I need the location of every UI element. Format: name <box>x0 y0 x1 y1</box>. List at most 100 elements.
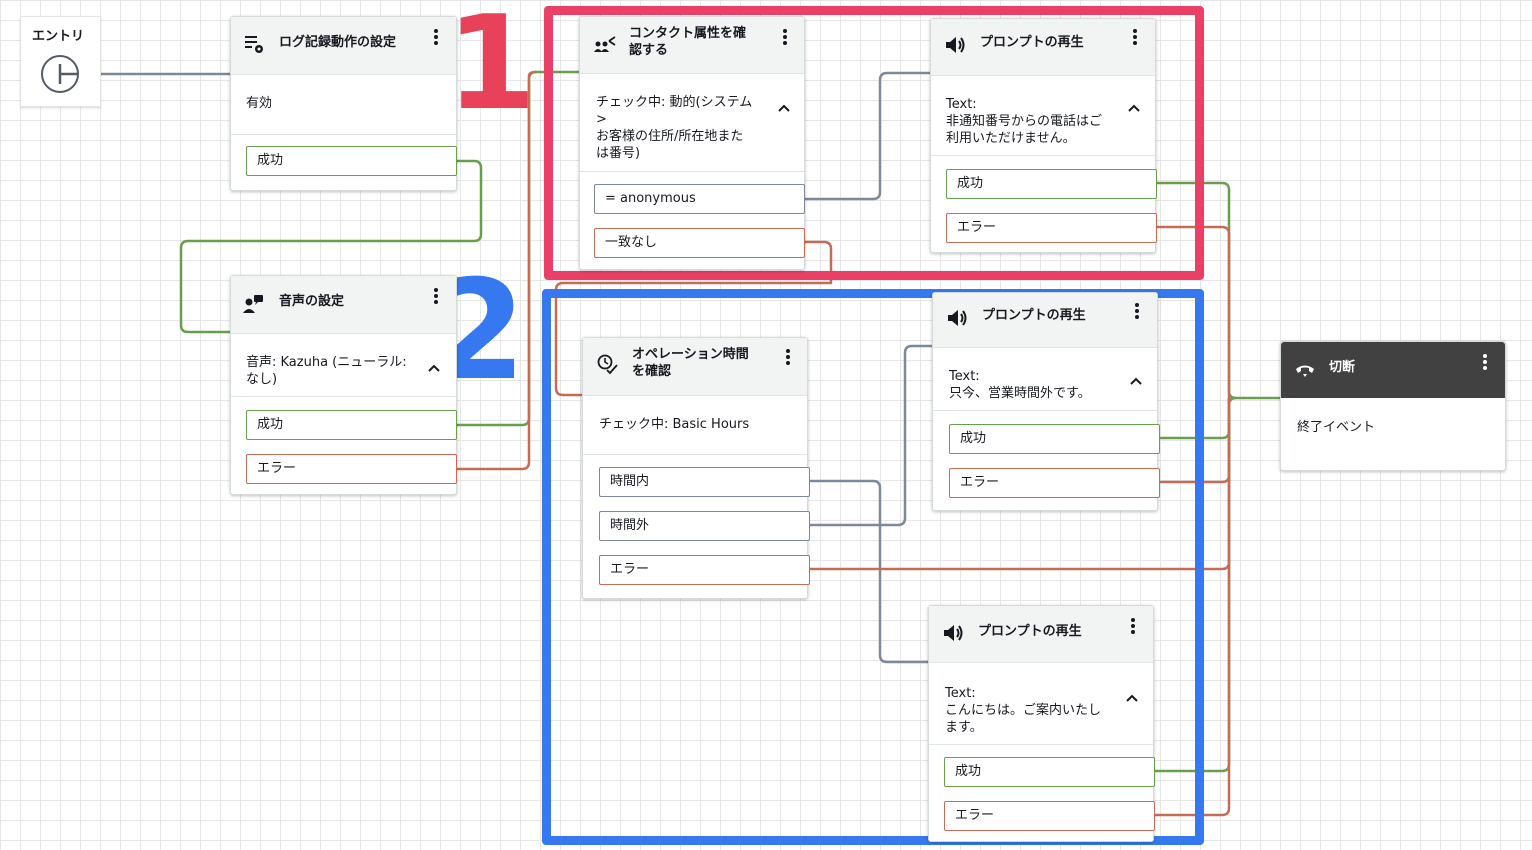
block-header: ログ記録動作の設定 <box>231 17 456 75</box>
connector-out-hours-to-closed <box>808 346 946 527</box>
branch-success[interactable]: 成功 <box>946 169 1157 199</box>
connector-prompt2-success-to-disconnect <box>1158 398 1231 440</box>
block-header: プロンプトの再生 <box>931 19 1155 76</box>
speaker-icon <box>942 622 964 644</box>
branch-error[interactable]: エラー <box>949 468 1160 498</box>
block-header: プロンプトの再生 <box>929 606 1153 663</box>
divider <box>231 134 456 135</box>
divider <box>933 410 1157 411</box>
body-line: こんにちは。ご案内いたし <box>945 703 1102 718</box>
block-header: 音声の設定 <box>231 276 456 334</box>
collapse-chevron-icon[interactable] <box>1125 688 1139 702</box>
collapse-chevron-icon[interactable] <box>1127 98 1141 112</box>
block-voice-settings[interactable]: 音声の設定 音声: Kazuha (ニューラル: なし) 成功 エラー <box>230 275 457 495</box>
more-options-icon[interactable] <box>430 286 442 308</box>
branch-success[interactable]: 成功 <box>246 410 457 440</box>
collapse-chevron-icon[interactable] <box>777 98 791 112</box>
block-play-prompt-anonymous[interactable]: プロンプトの再生 Text: 非通知番号からの電話はご 利用いただけません。 成… <box>930 18 1157 253</box>
branch-no-match[interactable]: 一致なし <box>594 228 805 258</box>
body-line: チェック中: 動的(システム <box>596 95 753 110</box>
more-options-icon[interactable] <box>1127 616 1139 638</box>
block-check-contact-attributes[interactable]: コンタクト属性を確 認する チェック中: 動的(システム > お客様の住所/所在… <box>579 16 805 270</box>
collapse-chevron-icon[interactable] <box>1129 371 1143 385</box>
text-label: Text: <box>946 97 977 112</box>
more-options-icon[interactable] <box>779 27 791 49</box>
entry-label: エントリ <box>32 29 85 44</box>
title-line: コンタクト属性を確 <box>629 26 747 41</box>
more-options-icon[interactable] <box>1131 301 1143 323</box>
block-play-prompt-welcome[interactable]: プロンプトの再生 Text: こんにちは。ご案内いたし ます。 成功 エラー <box>928 605 1155 842</box>
block-body: チェック中: 動的(システム > お客様の住所/所在地また は番号) <box>596 94 752 162</box>
speaker-icon <box>946 307 968 329</box>
divider <box>929 744 1153 745</box>
title-line: 認する <box>629 43 669 58</box>
more-options-icon[interactable] <box>1129 27 1141 49</box>
connector-in-hours-to-welcome <box>808 479 943 662</box>
block-logging-settings[interactable]: ログ記録動作の設定 有効 成功 <box>230 16 457 191</box>
branch-out-of-hours[interactable]: 時間外 <box>599 511 810 541</box>
branch-error[interactable]: エラー <box>599 555 810 585</box>
voice-settings-icon <box>243 293 265 315</box>
text-label: Text: <box>949 369 980 384</box>
body-line: お客様の住所/所在地また <box>596 129 744 144</box>
connector-voice-error-to-hours <box>456 70 537 471</box>
branch-error[interactable]: エラー <box>946 213 1157 243</box>
body-line: > <box>596 112 607 127</box>
block-title: 音声の設定 <box>279 294 345 309</box>
block-disconnect[interactable]: 切断 終了イベント <box>1280 341 1506 471</box>
block-title: コンタクト属性を確 認する <box>629 25 746 59</box>
block-title: プロンプトの再生 <box>978 624 1082 639</box>
body-line: 只今、営業時間外です。 <box>949 386 1091 401</box>
block-body: Text: 非通知番号からの電話はご 利用いただけません。 <box>946 96 1102 147</box>
block-body: 終了イベント <box>1297 420 1376 435</box>
title-line: を確認 <box>632 364 672 379</box>
connector-prompt2-error-to-disconnect <box>1158 398 1231 484</box>
highlight-number-1: 1 <box>446 0 536 139</box>
body-line: ます。 <box>945 720 983 735</box>
more-options-icon[interactable] <box>1479 352 1491 374</box>
block-body: 音声: Kazuha (ニューラル: なし) <box>246 354 407 388</box>
branch-error[interactable]: エラー <box>246 454 457 484</box>
branch-in-hours[interactable]: 時間内 <box>599 467 810 497</box>
log-settings-icon <box>243 33 265 55</box>
block-header: オペレーション時間 を確認 <box>583 338 807 396</box>
block-header: プロンプトの再生 <box>933 293 1157 348</box>
more-options-icon[interactable] <box>782 347 794 369</box>
block-title: プロンプトの再生 <box>980 35 1084 50</box>
branch-success[interactable]: 成功 <box>246 146 457 176</box>
branch-success[interactable]: 成功 <box>944 757 1155 787</box>
divider <box>931 155 1155 156</box>
body-line: 利用いただけません。 <box>946 131 1076 146</box>
connector-prompt3-success-to-disconnect <box>1154 398 1231 773</box>
block-check-hours[interactable]: オペレーション時間 を確認 チェック中: Basic Hours 時間内 時間外… <box>582 337 810 599</box>
more-options-icon[interactable] <box>430 27 442 49</box>
connector-prompt1-error-to-disconnect <box>1156 225 1231 398</box>
collapse-chevron-icon[interactable] <box>427 358 441 372</box>
entry-block[interactable]: エントリ <box>20 16 101 107</box>
block-title: プロンプトの再生 <box>982 308 1086 323</box>
connector-logging-success-to-voice <box>179 159 483 332</box>
block-header: コンタクト属性を確 認する <box>580 17 804 74</box>
block-body: Text: 只今、営業時間外です。 <box>949 368 1091 402</box>
block-title: オペレーション時間 を確認 <box>632 346 749 380</box>
body-line: は番号) <box>596 146 641 161</box>
divider <box>583 454 807 455</box>
contact-attribute-icon <box>594 33 616 55</box>
branch-error[interactable]: エラー <box>944 801 1155 831</box>
body-line: 音声: Kazuha (ニューラル: <box>246 355 407 370</box>
branch-success[interactable]: 成功 <box>949 424 1160 454</box>
speaker-icon <box>944 34 966 56</box>
connector-anonymous-to-prompt <box>805 73 944 201</box>
block-body: 有効 <box>246 96 273 111</box>
block-play-prompt-closed[interactable]: プロンプトの再生 Text: 只今、営業時間外です。 成功 エラー <box>932 292 1160 511</box>
divider <box>580 171 804 172</box>
block-header: 切断 <box>1281 342 1505 398</box>
hang-up-icon <box>1294 359 1316 381</box>
block-body: Text: こんにちは。ご案内いたし ます。 <box>945 685 1101 736</box>
connector-prompt1-success-to-disconnect <box>1156 181 1294 398</box>
clock-check-icon <box>596 353 618 375</box>
block-title: 切断 <box>1329 360 1356 375</box>
entry-start-icon <box>41 55 79 93</box>
branch-anonymous[interactable]: = anonymous <box>594 184 805 214</box>
